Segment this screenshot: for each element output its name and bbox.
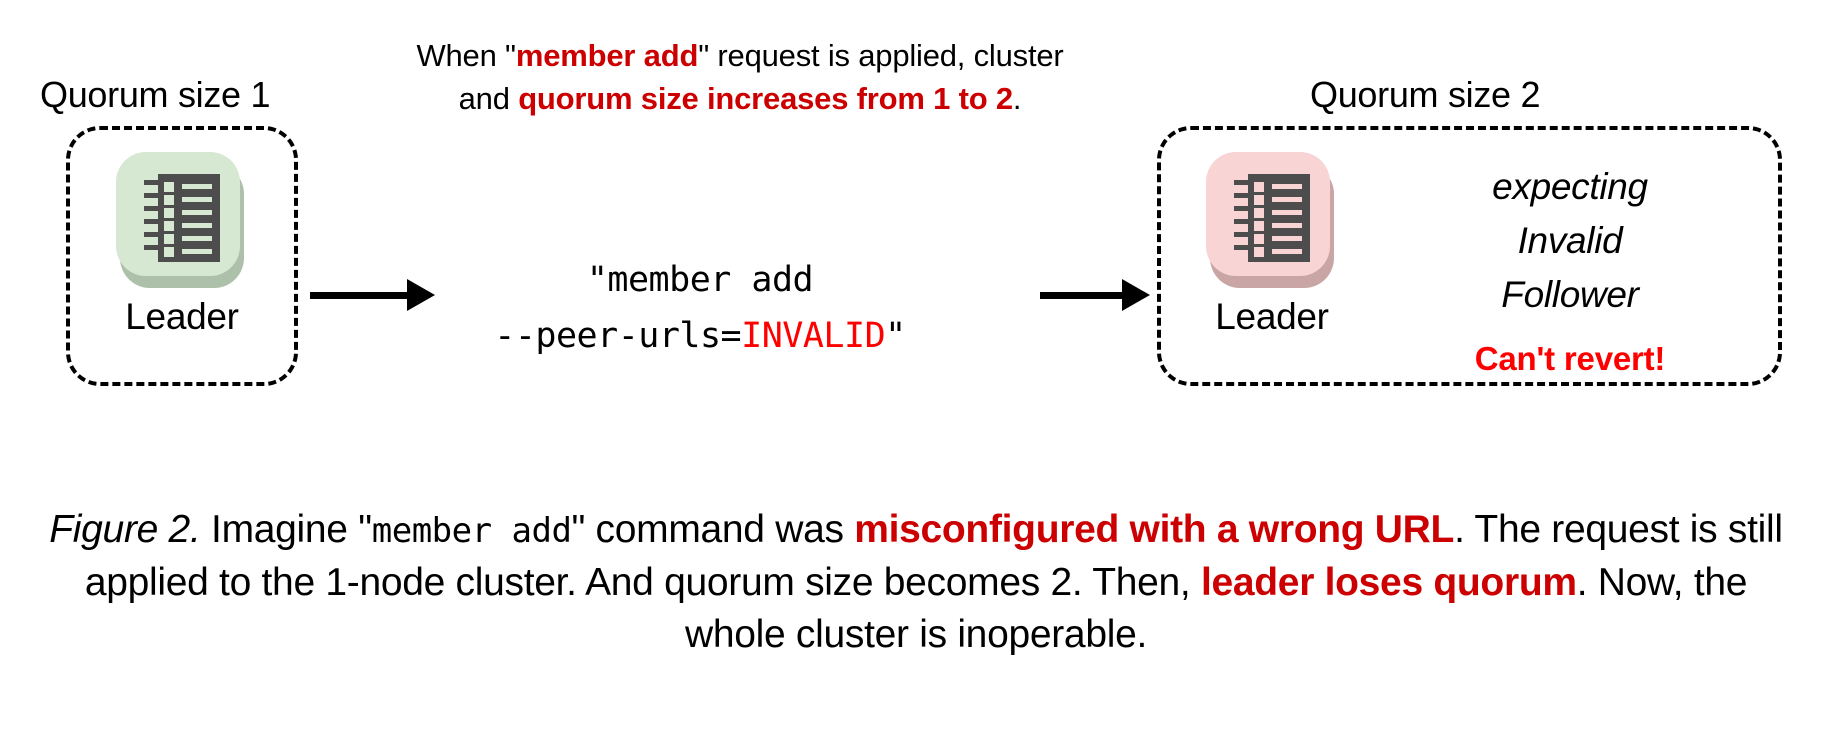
icon-rack-slot [182,197,212,202]
icon-rack-led [1254,221,1264,231]
node-label-right: Leader [1215,296,1329,337]
icon-rack-tick [144,245,160,250]
server-rack-icon [1206,152,1338,288]
follower-annotation: expecting Invalid Follower Can't revert! [1420,160,1720,378]
figure-number: Figure 2. [49,508,201,551]
command-invalid-token: INVALID [741,316,886,356]
icon-rack-led [1254,208,1264,218]
cant-revert-warning: Can't revert! [1474,340,1666,377]
arrow-shaft [310,292,409,299]
arrow-head [407,279,435,311]
cluster-box-left [66,126,298,386]
arrow-shaft [1040,292,1124,299]
icon-rack-led [1254,182,1264,192]
icon-rack-tick [1234,219,1250,224]
icon-rack-tick [1234,206,1250,211]
icon-rack-led [164,195,174,205]
caption-seg-2: " command was [571,508,855,551]
arrow-head [1122,279,1150,311]
command-block: "member add --peer-urls=INVALID" [440,252,960,364]
annotation-line-2: Invalid [1517,220,1623,261]
top-explanation-note: When "member add" request is applied, cl… [390,34,1090,120]
icon-rack-led [164,221,174,231]
icon-rack-tick [144,219,160,224]
icon-rack-tick [1234,232,1250,237]
icon-rack-led [164,182,174,192]
caption-highlight-misconfigured: misconfigured with a wrong URL [854,508,1455,551]
arrow-right-icon-1 [310,275,435,315]
icon-rack-slot [182,236,212,241]
top-note-highlight-command: member add [515,38,699,73]
caption-seg-1: Imagine " [200,508,372,551]
icon-rack-slot [1272,249,1302,254]
icon-rack-slot [1272,236,1302,241]
caption-seg-4: . Now, the whole cluster is inoperable. [684,561,1748,656]
command-line-2-prefix: --peer-urls= [494,316,742,356]
icon-rack-led [1254,247,1264,257]
icon-rack-led [164,234,174,244]
icon-rack-led [164,247,174,257]
arrow-right-icon-2 [1040,275,1150,315]
icon-rack-slot [182,249,212,254]
icon-rack-led [1254,195,1264,205]
command-line-2-suffix: " [885,316,906,356]
icon-rack-led [164,208,174,218]
icon-rack-tick [144,206,160,211]
top-note-highlight-quorum: quorum size increases from 1 to 2 [518,81,1013,116]
icon-rack-slot [182,210,212,215]
icon-rack-tick [1234,193,1250,198]
icon-rack-tick [144,232,160,237]
icon-rack-tick [144,193,160,198]
cluster-box-right [1157,126,1782,386]
quorum-label-right: Quorum size 2 [1310,74,1541,115]
annotation-line-3: Follower [1501,274,1639,315]
node-left: Leader [97,152,267,338]
quorum-label-left: Quorum size 1 [40,74,271,115]
icon-rack-tick [1234,245,1250,250]
icon-rack-tick [1234,180,1250,185]
icon-rack-tick [144,180,160,185]
caption-mono-command: member add [371,511,572,551]
caption-highlight-lose-quorum: leader loses quorum [1200,561,1577,604]
icon-rack-slot [1272,184,1302,189]
top-note-prefix: When " [416,38,516,73]
top-note-suffix: . [1012,81,1022,116]
caption-seg-3: . The request is still applied to the 1-… [84,508,1783,604]
icon-rack-slot [182,223,212,228]
node-label-left: Leader [125,296,239,337]
command-line-2: --peer-urls=INVALID" [440,308,960,364]
node-right: Leader [1187,152,1357,338]
server-rack-icon [116,152,248,288]
icon-rack-slot [1272,210,1302,215]
icon-rack-slot [182,184,212,189]
top-note-mid: " request is applied, cluster and [458,38,1064,116]
icon-rack-slot [1272,223,1302,228]
command-line-1: "member add [586,260,814,300]
icon-rack-led [1254,234,1264,244]
annotation-line-1: expecting [1492,166,1648,207]
icon-rack-slot [1272,197,1302,202]
figure-caption: Figure 2. Imagine "member add" command w… [36,504,1796,661]
